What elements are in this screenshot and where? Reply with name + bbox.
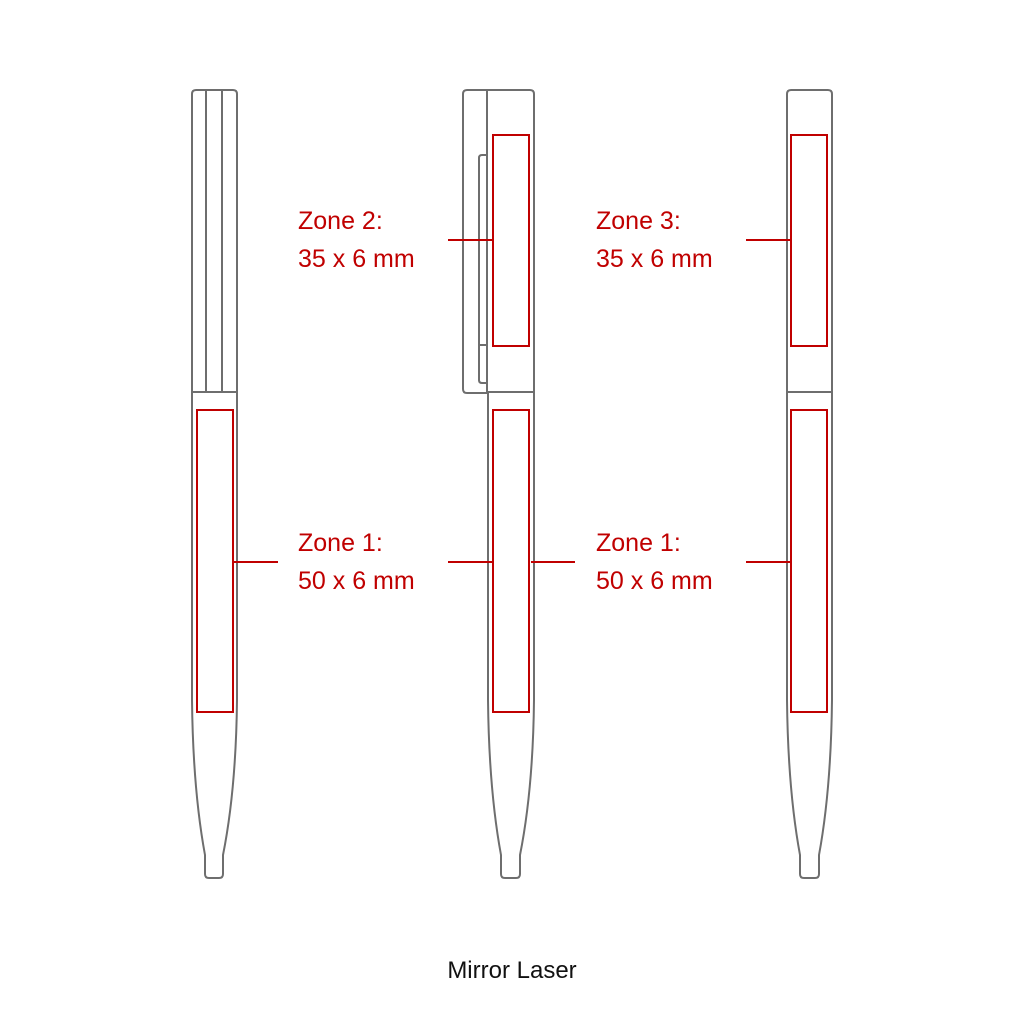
- zone2-area: [492, 134, 530, 347]
- pen3-barrel: [786, 392, 833, 879]
- zone2-size: 35 x 6 mm: [298, 245, 415, 273]
- zone1-right-size: 50 x 6 mm: [596, 567, 713, 595]
- pen2-barrel: [487, 392, 535, 879]
- zone1-area: [790, 409, 828, 713]
- caption: Mirror Laser: [447, 957, 576, 984]
- pen2-clip: [462, 89, 488, 394]
- zone1-left-size: 50 x 6 mm: [298, 567, 415, 595]
- zone3-area: [790, 134, 828, 347]
- zone2-title: Zone 2:: [298, 207, 383, 235]
- zone1-area: [492, 409, 530, 713]
- pen2-cap: [486, 89, 535, 393]
- pen-back-view: [746, 89, 833, 879]
- zone1-right-title: Zone 1:: [596, 529, 681, 557]
- pen1-cap: [191, 89, 238, 393]
- zone3-title: Zone 3:: [596, 207, 681, 235]
- pen-clip-view: [448, 89, 575, 879]
- pen2-clip-ridge: [478, 154, 487, 384]
- zone1-left-title: Zone 1:: [298, 529, 383, 557]
- pen1-barrel: [191, 392, 238, 879]
- zone3-size: 35 x 6 mm: [596, 245, 713, 273]
- pen-side-view: [191, 89, 278, 879]
- zone1-area: [196, 409, 234, 713]
